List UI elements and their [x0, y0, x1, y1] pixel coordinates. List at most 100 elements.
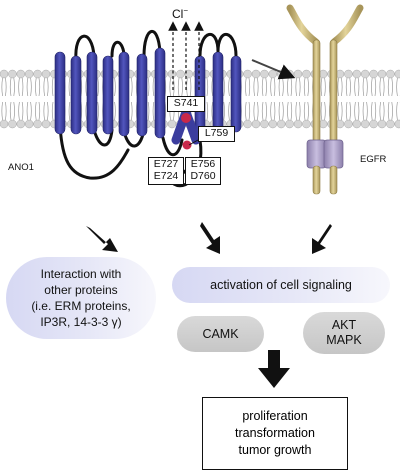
lipid-tail: [253, 77, 255, 97]
lipid-tail: [131, 77, 133, 97]
lipid-head: [302, 69, 311, 79]
lipid-tail: [341, 77, 343, 97]
lipid-tail: [391, 77, 393, 97]
lipid-tail: [366, 77, 368, 97]
lipid-head: [41, 69, 51, 79]
lipid-head: [33, 69, 42, 79]
lipid-head: [318, 119, 328, 129]
lipid-head: [184, 69, 194, 79]
lipid-tail: [273, 77, 276, 97]
lipid-bilayer: [0, 69, 400, 129]
lipid-tail: [299, 101, 301, 121]
lipid-tail: [5, 101, 7, 121]
lipid-tail: [349, 77, 351, 97]
lipid-tail: [152, 101, 155, 121]
lipid-tail: [287, 77, 289, 97]
lipid-tail: [383, 101, 385, 121]
lipid-tail: [307, 77, 309, 97]
lipid-tail: [18, 101, 20, 121]
lipid-head: [302, 119, 311, 129]
lipid-tail: [307, 101, 309, 121]
lipid-head: [167, 69, 177, 79]
lipid-tail: [357, 77, 360, 97]
residue-box-s741: S741: [167, 96, 205, 112]
lipid-tail: [21, 101, 24, 121]
lipid-tail: [206, 77, 209, 97]
lipid-tail: [278, 77, 281, 97]
lipid-tail: [366, 101, 368, 121]
lipid-head: [251, 119, 261, 129]
lipid-head: [352, 69, 362, 79]
lipid-tail: [303, 77, 306, 97]
lipid-tail: [320, 101, 323, 121]
ano1-loops: [58, 29, 203, 188]
lipid-tail: [30, 101, 32, 121]
lipid-tail: [391, 101, 393, 121]
lipid-tail: [371, 77, 373, 97]
lipid-tail: [177, 77, 180, 97]
final-outcome-box: proliferation transformation tumor growt…: [202, 397, 348, 470]
arrow-to-signaling-left: [200, 222, 220, 254]
lipid-tail: [223, 101, 225, 121]
lipid-head: [260, 69, 269, 79]
lipid-head: [369, 69, 378, 79]
camk-pill: CAMK: [177, 316, 264, 352]
lipid-head: [394, 119, 400, 129]
lipid-tail: [228, 101, 230, 121]
transmembrane-helix: [212, 51, 224, 137]
lipid-tail: [13, 101, 15, 121]
lipid-tail: [261, 77, 264, 97]
lipid-tail: [181, 77, 183, 97]
lipid-tail: [282, 101, 284, 121]
lipid-tail: [290, 101, 293, 121]
lipid-tail: [186, 77, 188, 97]
lipid-tail: [26, 101, 29, 121]
lipid-head: [344, 69, 353, 79]
lipid-head: [352, 119, 362, 129]
lipid-tail: [324, 101, 326, 121]
lipid-tail: [43, 101, 45, 121]
lipid-tail: [371, 101, 373, 121]
lipid-tail: [18, 77, 20, 97]
lipid-tail: [152, 77, 155, 97]
lipid-tail: [51, 77, 54, 97]
lipid-head: [293, 119, 303, 129]
lipid-head: [386, 69, 395, 79]
lipid-tail: [9, 101, 12, 121]
lipid-head: [41, 119, 51, 129]
lipid-tail: [21, 77, 24, 97]
lipid-tail: [379, 101, 381, 121]
lipid-tail: [324, 77, 326, 97]
lipid-tail: [245, 77, 247, 97]
lipid-tail: [354, 77, 356, 97]
lipid-tail: [345, 101, 348, 121]
lipid-head: [8, 119, 17, 129]
lipid-head: [268, 69, 278, 79]
lipid-tail: [5, 77, 7, 97]
lipid-tail: [362, 77, 365, 97]
lipid-tail: [379, 77, 381, 97]
lipid-tail: [35, 77, 37, 97]
lipid-tail: [295, 77, 297, 97]
lipid-head: [344, 119, 353, 129]
lipid-tail: [147, 101, 150, 121]
cell-signaling-pill: activation of cell signaling: [172, 267, 390, 303]
transmembrane-helix: [54, 51, 66, 135]
lipid-tail: [265, 101, 267, 121]
lipid-tail: [387, 101, 390, 121]
lipid-head: [318, 69, 328, 79]
lipid-tail: [68, 77, 71, 97]
lipid-tail: [114, 101, 116, 121]
re-entrant-loop-helix: [171, 107, 201, 145]
transmembrane-helix: [230, 55, 242, 133]
lipid-tail: [362, 101, 365, 121]
lipid-head: [386, 119, 395, 129]
extracellular-loop: [216, 32, 238, 57]
lipid-tail: [223, 77, 225, 97]
lipid-head: [176, 69, 185, 79]
lipid-head: [167, 119, 177, 129]
lipid-head: [24, 69, 34, 79]
